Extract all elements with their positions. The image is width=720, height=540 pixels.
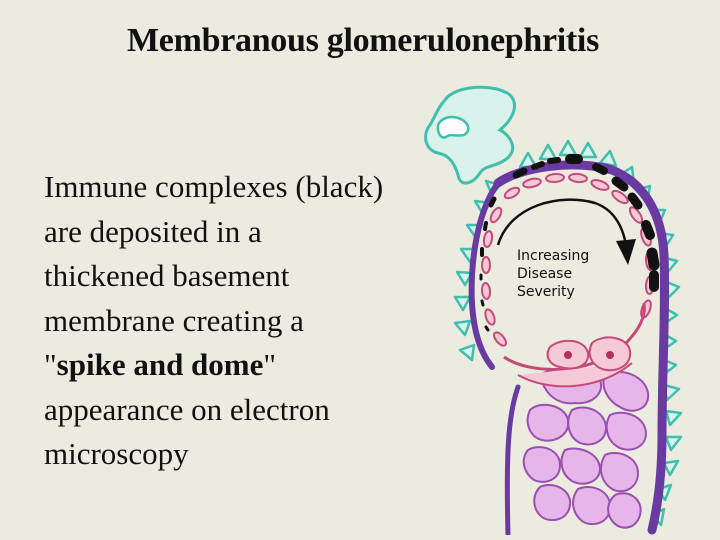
endothelium	[480, 172, 656, 347]
caption-part-2: " appearance on electron microscopy	[44, 347, 330, 471]
caption-bold-dome: and dome	[133, 347, 264, 382]
basement-membrane-stalk	[504, 384, 521, 535]
glomerulus-diagram: Increasing Disease Severity	[424, 85, 683, 535]
caption-bold-spike: spike	[56, 347, 126, 382]
podocyte-cell	[424, 85, 516, 185]
caption-part-1: Immune complexes (black) are deposited i…	[44, 169, 384, 382]
severity-label-line3: Severity	[517, 284, 575, 300]
severity-label-line2: Disease	[517, 266, 572, 282]
basement-membrane	[493, 160, 670, 535]
slide-title: Membranous glomerulonephritis	[126, 22, 599, 59]
severity-arrowhead	[616, 239, 636, 265]
severity-label-line1: Increasing	[517, 248, 589, 264]
mesangial-cells	[522, 367, 650, 529]
caption-text: Immune complexes (black) are deposited i…	[44, 165, 384, 477]
basement-membrane-left	[468, 180, 501, 370]
endothelial-cells	[546, 336, 632, 372]
severity-arrow	[496, 198, 628, 246]
podocyte-nucleus	[436, 115, 470, 139]
immune-complexes	[479, 154, 660, 332]
